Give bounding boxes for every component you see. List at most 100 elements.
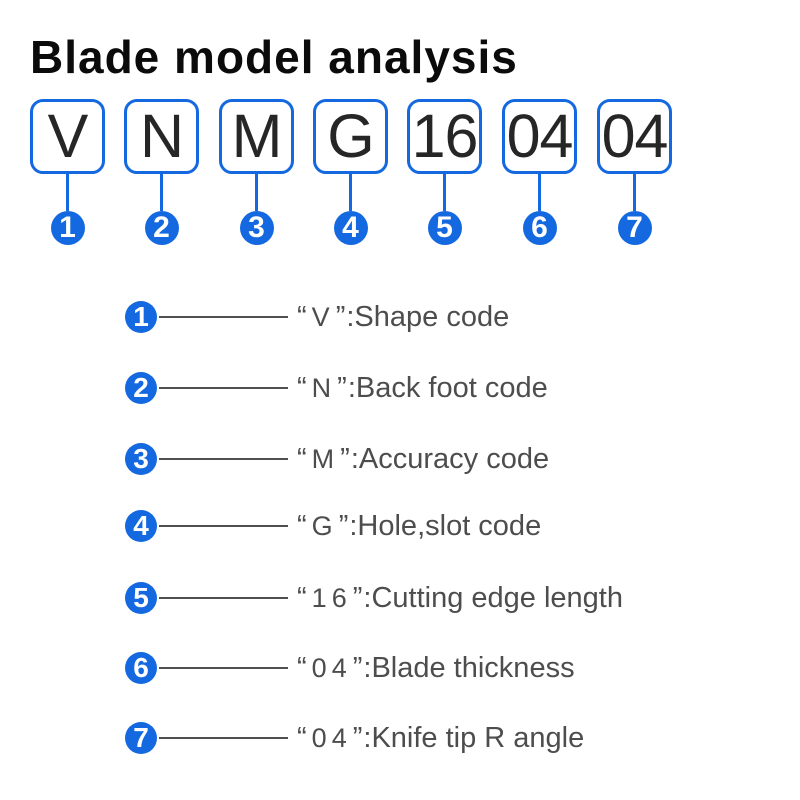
legend-row-6: 6 “04”:Blade thickness <box>125 650 575 686</box>
legend-label: Shape code <box>354 301 510 333</box>
legend-row-2: 2 “N”:Back foot code <box>125 370 548 406</box>
code-box: V <box>30 99 105 174</box>
colon: : <box>363 722 372 754</box>
colon: : <box>347 372 356 404</box>
legend-row-4: 4 “G”:Hole,slot code <box>125 508 541 544</box>
leader-line <box>159 525 288 527</box>
number-badge: 4 <box>125 510 157 542</box>
legend-text: “V”:Shape code <box>297 299 509 335</box>
colon: : <box>346 301 355 333</box>
legend-label: Blade thickness <box>371 652 575 684</box>
legend-code: 04 <box>311 723 352 753</box>
badge-number: 2 <box>153 211 170 244</box>
close-quote: ” <box>337 372 347 404</box>
number-badge: 6 <box>522 211 557 245</box>
legend-code: V <box>311 302 335 332</box>
number-badge: 2 <box>125 372 157 404</box>
badge-number: 5 <box>133 582 149 613</box>
legend-label: Cutting edge length <box>371 582 623 614</box>
code-box-group-3: M 3 <box>219 99 294 245</box>
legend-text: “M”:Accuracy code <box>297 441 549 477</box>
code-box-label: 04 <box>506 102 574 170</box>
code-box: N <box>124 99 199 174</box>
legend-label: Knife tip R angle <box>371 722 585 754</box>
open-quote: “ <box>297 372 307 404</box>
legend-code: M <box>311 444 340 474</box>
connector-line <box>160 174 163 211</box>
close-quote: ” <box>335 301 346 333</box>
legend-row-1: 1 “V”:Shape code <box>125 299 509 335</box>
close-quote: ” <box>352 582 363 614</box>
legend-text: “04”:Blade thickness <box>297 650 575 686</box>
open-quote: “ <box>297 301 307 333</box>
badge-number: 1 <box>133 301 149 332</box>
code-box-group-2: N 2 <box>124 99 199 245</box>
legend-text: “G”:Hole,slot code <box>297 508 541 544</box>
close-quote: ” <box>338 510 349 542</box>
number-badge: 4 <box>333 211 368 245</box>
code-box-label: V <box>47 102 89 170</box>
number-badge: 3 <box>239 211 274 245</box>
connector-line <box>633 174 636 211</box>
connector-line <box>443 174 446 211</box>
legend-label: Hole,slot code <box>357 510 542 542</box>
code-box: 04 <box>597 99 672 174</box>
legend-text: “04”:Knife tip R angle <box>297 720 584 756</box>
legend-code: N <box>311 373 337 403</box>
code-box-group-5: 16 5 <box>407 99 482 245</box>
legend-code: 04 <box>311 653 352 683</box>
code-box: G <box>313 99 388 174</box>
code-box-group-1: V 1 <box>30 99 105 245</box>
page-title: Blade model analysis <box>30 31 518 83</box>
close-quote: ” <box>352 722 363 754</box>
code-box-label: M <box>231 102 283 170</box>
leader-line <box>159 316 288 318</box>
legend-row-5: 5 “16”:Cutting edge length <box>125 580 623 616</box>
colon: : <box>363 582 372 614</box>
open-quote: “ <box>297 652 307 684</box>
leader-line <box>159 667 288 669</box>
badge-number: 2 <box>133 372 149 403</box>
leader-line <box>159 458 288 460</box>
connector-line <box>66 174 69 211</box>
badge-number: 6 <box>531 211 548 244</box>
badge-number: 7 <box>626 211 643 244</box>
legend-label: Back foot code <box>355 372 548 404</box>
legend-label: Accuracy code <box>358 443 550 475</box>
code-box-group-6: 04 6 <box>502 99 577 245</box>
legend-code: G <box>311 511 338 541</box>
leader-line <box>159 597 288 599</box>
colon: : <box>350 443 359 475</box>
open-quote: “ <box>297 443 307 475</box>
number-badge: 1 <box>50 211 85 245</box>
code-box-group-4: G 4 <box>313 99 388 245</box>
badge-number: 4 <box>342 211 359 244</box>
code-box-label: N <box>139 102 184 170</box>
connector-line <box>349 174 352 211</box>
badge-number: 3 <box>133 443 149 474</box>
code-box: M <box>219 99 294 174</box>
leader-line <box>159 737 288 739</box>
number-badge: 2 <box>144 211 179 245</box>
number-badge: 7 <box>125 722 157 754</box>
legend-row-7: 7 “04”:Knife tip R angle <box>125 720 584 756</box>
number-badge: 7 <box>617 211 652 245</box>
code-box-label: 04 <box>601 102 669 170</box>
close-quote: ” <box>340 443 350 475</box>
badge-number: 3 <box>248 211 265 244</box>
legend-text: “N”:Back foot code <box>297 370 548 406</box>
badge-number: 4 <box>133 510 149 541</box>
number-badge: 5 <box>427 211 462 245</box>
badge-number: 5 <box>436 211 453 244</box>
code-box: 16 <box>407 99 482 174</box>
badge-number: 7 <box>133 722 149 753</box>
legend-row-3: 3 “M”:Accuracy code <box>125 441 549 477</box>
legend-code: 16 <box>311 583 352 613</box>
leader-line <box>159 387 288 389</box>
connector-line <box>538 174 541 211</box>
close-quote: ” <box>352 652 363 684</box>
open-quote: “ <box>297 510 307 542</box>
number-badge: 3 <box>125 443 157 475</box>
badge-number: 6 <box>133 652 149 683</box>
